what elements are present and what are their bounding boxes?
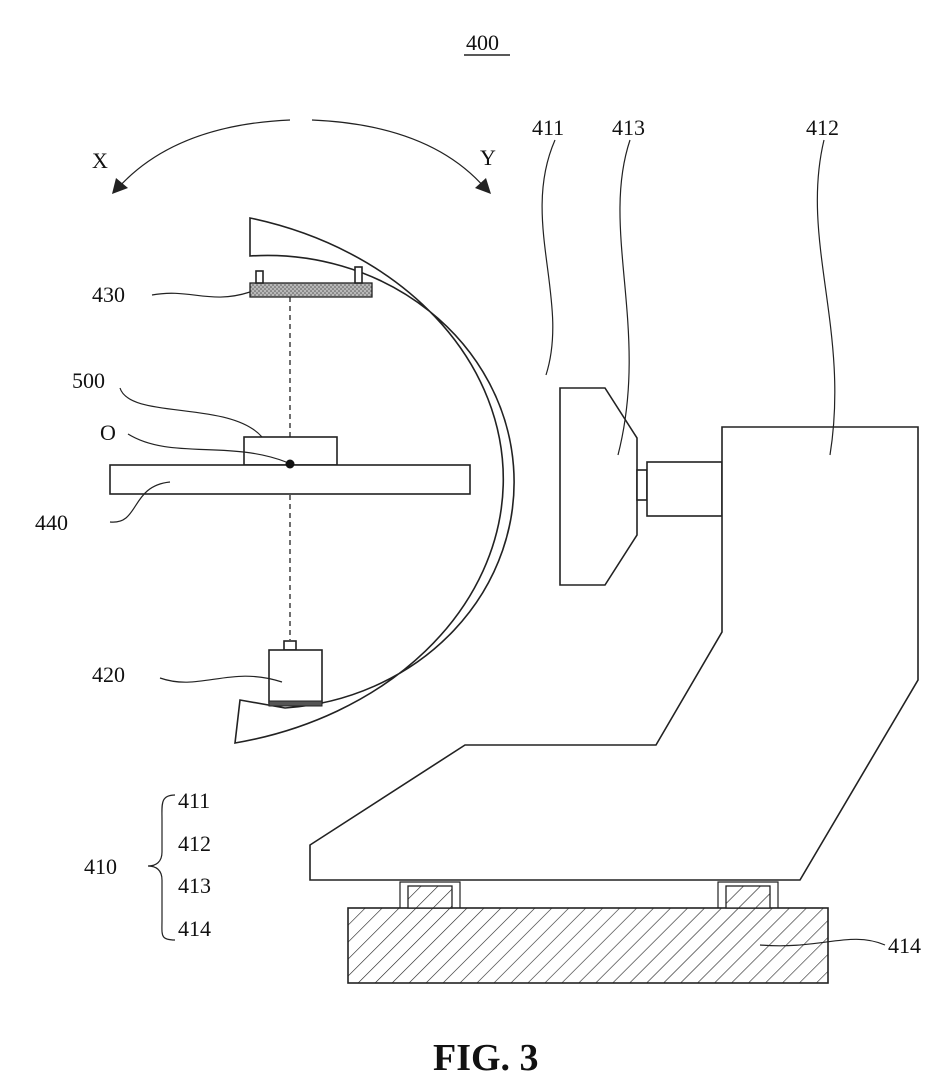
label-o: O <box>100 420 116 445</box>
foot-left <box>408 886 452 908</box>
label-440: 440 <box>35 510 68 535</box>
source-nozzle <box>284 641 296 650</box>
rotation-arrow-icon <box>112 120 491 194</box>
detector-430-shape <box>250 283 372 297</box>
label-413: 413 <box>612 115 645 140</box>
brace-icon <box>148 795 175 940</box>
leader-413 <box>618 140 630 455</box>
group-label-410: 410 <box>84 854 117 879</box>
center-point-o <box>286 460 295 469</box>
group-member-411: 411 <box>178 788 210 813</box>
table-440-shape <box>110 465 470 494</box>
label-414: 414 <box>888 933 921 958</box>
detector-mount-right <box>355 267 362 283</box>
label-430: 430 <box>92 282 125 307</box>
leader-430 <box>152 292 250 297</box>
source-420-shape <box>269 650 322 703</box>
leader-411 <box>542 140 555 375</box>
group-member-413: 413 <box>178 873 211 898</box>
label-412: 412 <box>806 115 839 140</box>
detector-mount-left <box>256 271 263 283</box>
figure-caption: FIG. 3 <box>433 1037 539 1076</box>
foot-right <box>726 886 770 908</box>
leader-420 <box>160 676 282 682</box>
connector-shaft <box>647 462 722 516</box>
source-mount <box>269 701 322 706</box>
arrow-label-y: Y <box>480 145 496 170</box>
group-member-414: 414 <box>178 916 211 941</box>
figure-number: 400 <box>466 30 499 55</box>
group-member-412: 412 <box>178 831 211 856</box>
leader-500 <box>120 388 262 437</box>
connector-small-block <box>637 470 647 500</box>
base-414-shape <box>348 908 828 983</box>
label-411: 411 <box>532 115 564 140</box>
leader-412 <box>817 140 835 455</box>
label-420: 420 <box>92 662 125 687</box>
arrow-label-x: X <box>92 148 108 173</box>
label-500: 500 <box>72 368 105 393</box>
